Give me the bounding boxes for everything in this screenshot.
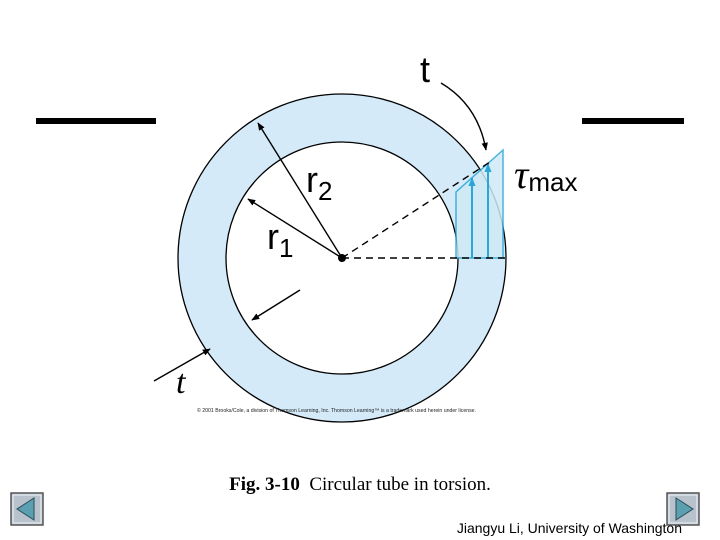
r2-arrow bbox=[257, 122, 343, 259]
thickness-curved-arrow bbox=[440, 82, 488, 151]
figure-title: Circular tube in torsion. bbox=[309, 474, 491, 495]
r1-arrow bbox=[247, 198, 343, 259]
next-slide-button[interactable] bbox=[666, 492, 700, 526]
t-bottom-label: t bbox=[176, 364, 187, 401]
forward-arrow-icon bbox=[666, 492, 700, 526]
tube-torsion-diagram: r2 r1 t t τmax © 2001 Brooks/Cole, a div… bbox=[153, 49, 577, 423]
back-arrow-icon bbox=[10, 492, 44, 526]
dashed-radial bbox=[341, 161, 491, 259]
copyright-line: © 2001 Brooks/Cole, a division of Thomso… bbox=[197, 407, 476, 414]
thickness-arrow-outer bbox=[153, 348, 211, 382]
previous-slide-button[interactable] bbox=[10, 492, 44, 526]
top-right-bar bbox=[582, 118, 684, 124]
r1-label: r1 bbox=[267, 216, 293, 263]
center-point bbox=[338, 254, 346, 262]
figure-caption: Fig. 3-10 Circular tube in torsion. bbox=[0, 474, 720, 496]
top-left-bar bbox=[36, 118, 156, 124]
r2-label: r2 bbox=[306, 159, 332, 206]
t-top-label: t bbox=[420, 49, 430, 90]
author-credit: Jiangyu Li, University of Washington bbox=[456, 520, 682, 536]
tau-max-label: τmax bbox=[514, 152, 577, 197]
thickness-arrow-inner bbox=[251, 289, 301, 321]
figure-number: Fig. 3-10 bbox=[229, 474, 300, 495]
